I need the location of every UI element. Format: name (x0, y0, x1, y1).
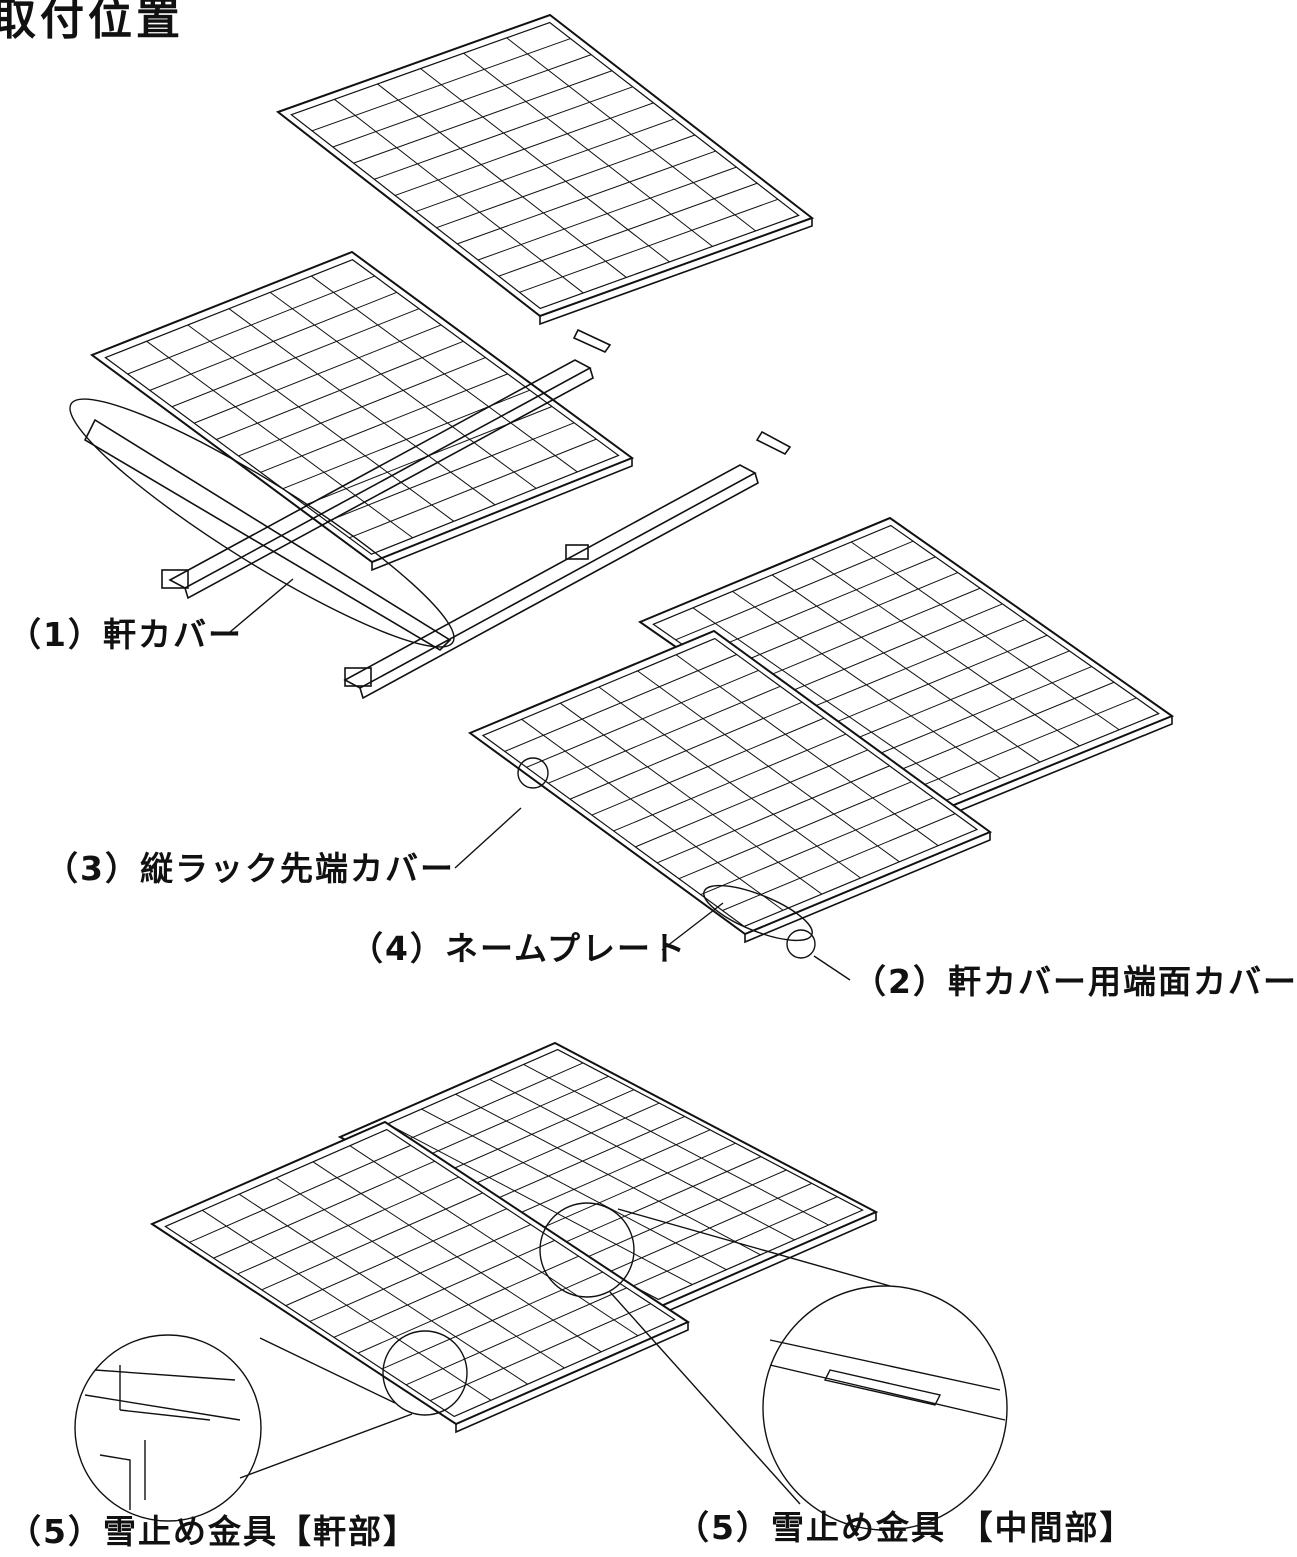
label-snow-guard-eave: （5）雪止め金具【軒部】 (8, 1512, 418, 1551)
solar-panel (149, 1120, 691, 1434)
solar-panel (89, 250, 635, 572)
label-eave-cover-end-cap: （2）軒カバー用端面カバー (853, 962, 1297, 1001)
page-title: 取付位置 (0, 0, 184, 45)
label-rack-tip-cover: （3）縦ラック先端カバー (45, 849, 455, 888)
label-name-plate: （4）ネームプレート (350, 929, 687, 968)
solar-panels (89, 13, 1175, 1434)
callouts (69, 398, 1008, 1531)
rails (83, 328, 792, 700)
solar-panel (275, 13, 815, 326)
label-eave-cover: （1）軒カバー (8, 615, 243, 654)
solar-panel (467, 629, 993, 944)
label-snow-guard-middle: （5）雪止め金具 【中間部】 (676, 1508, 1135, 1547)
